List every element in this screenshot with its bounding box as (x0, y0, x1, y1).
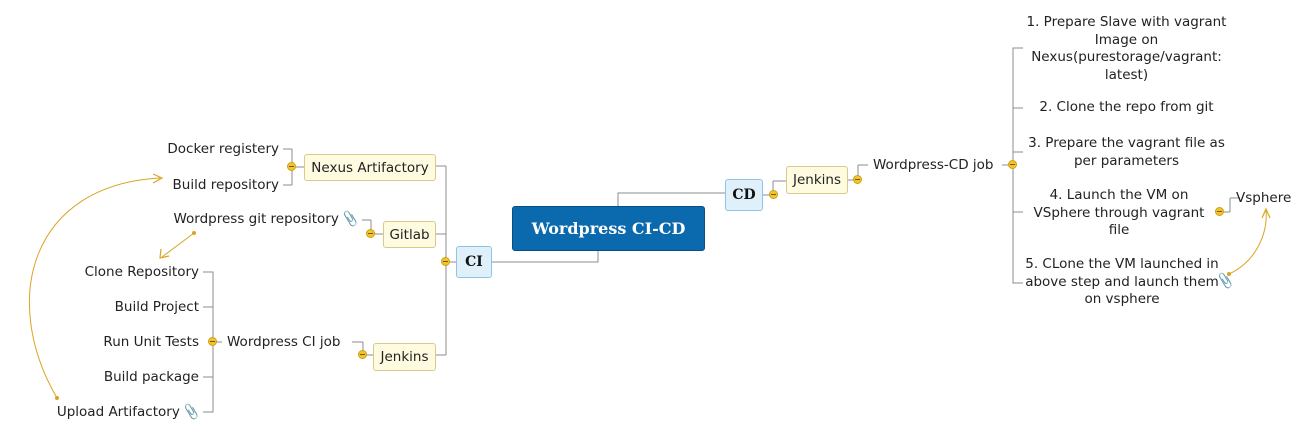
ci-job-collapse-icon[interactable] (208, 337, 217, 346)
cd-step-4-topic[interactable]: 4. Launch the VM on VSphere through vagr… (1033, 187, 1205, 238)
gitlab-topic[interactable]: Gitlab (383, 221, 436, 248)
ci-collapse-icon[interactable] (441, 257, 450, 266)
cd-job-collapse-icon[interactable] (1008, 160, 1017, 169)
cd-step-3-topic[interactable]: 3. Prepare the vagrant file as per param… (1028, 135, 1225, 169)
cd-topic[interactable]: CD (725, 179, 763, 211)
gitlab-label: Gitlab (389, 226, 430, 243)
nexus-collapse-icon[interactable] (287, 162, 296, 171)
build-package-topic[interactable]: Build package (103, 369, 199, 385)
build-project-topic[interactable]: Build Project (114, 299, 199, 315)
wordpress-ci-job-topic[interactable]: Wordpress CI job (227, 334, 341, 350)
gitlab-collapse-icon[interactable] (366, 229, 375, 238)
vsphere-topic[interactable]: Vsphere (1236, 190, 1292, 206)
paperclip-icon[interactable]: 📎 (340, 210, 360, 229)
upload-artifactory-label: Upload Artifactory (56, 404, 180, 420)
nexus-artifactory-topic[interactable]: Nexus Artifactory (304, 154, 436, 181)
root-topic[interactable]: Wordpress CI-CD (512, 206, 705, 251)
relationship-upload-to-build-repo (29, 177, 161, 399)
jenkins-ci-collapse-icon[interactable] (358, 350, 367, 359)
relationship-step5-to-vsphere (1228, 209, 1267, 275)
ci-topic[interactable]: CI (456, 246, 492, 278)
cd-topic-label: CD (732, 187, 756, 203)
relationship-git-to-clone (161, 232, 195, 258)
jenkins-cd-topic[interactable]: Jenkins (786, 166, 848, 194)
run-unit-tests-topic[interactable]: Run Unit Tests (103, 334, 199, 350)
paperclip-icon[interactable]: 📎 (1215, 272, 1235, 291)
cd-collapse-icon[interactable] (769, 190, 778, 199)
ci-topic-label: CI (465, 254, 483, 270)
clone-repository-topic[interactable]: Clone Repository (84, 264, 199, 280)
cd-step-1-topic[interactable]: 1. Prepare Slave with vagrant Image on N… (1026, 14, 1227, 83)
jenkins-cd-label: Jenkins (792, 172, 841, 188)
cd-step-5-topic[interactable]: 5. CLone the VM launched in above step a… (1025, 256, 1219, 307)
step4-collapse-icon[interactable] (1215, 207, 1224, 216)
wordpress-git-repository-label: Wordpress git repository (173, 211, 339, 227)
jenkins-cd-collapse-icon[interactable] (853, 175, 862, 184)
root-topic-label: Wordpress CI-CD (531, 219, 686, 238)
docker-registery-topic[interactable]: Docker registery (167, 141, 279, 157)
wordpress-cd-job-topic[interactable]: Wordpress-CD job (873, 157, 994, 173)
upload-artifactory-topic[interactable]: Upload Artifactory📎 (20, 403, 201, 422)
jenkins-ci-topic[interactable]: Jenkins (373, 343, 436, 371)
nexus-artifactory-label: Nexus Artifactory (311, 159, 429, 176)
jenkins-ci-label: Jenkins (380, 349, 429, 365)
wordpress-git-repository-topic[interactable]: Wordpress git repository📎 (140, 210, 360, 229)
cd-step-2-topic[interactable]: 2. Clone the repo from git (1039, 99, 1214, 115)
paperclip-icon[interactable]: 📎 (181, 403, 201, 422)
build-repository-topic[interactable]: Build repository (172, 177, 279, 193)
